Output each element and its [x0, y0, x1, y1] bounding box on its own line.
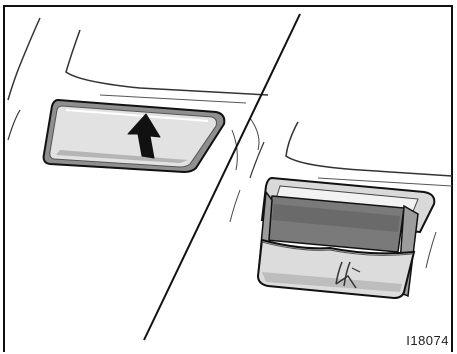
- trim-line: [286, 122, 452, 176]
- figure-frame: [4, 6, 452, 352]
- trim-line: [8, 110, 20, 140]
- left-panel: [8, 18, 268, 172]
- trim-line: [230, 190, 240, 222]
- trim-line: [66, 30, 268, 95]
- right-panel: [230, 122, 452, 298]
- trim-line: [8, 18, 40, 100]
- diagonal-divider: [144, 14, 300, 340]
- trim-line: [250, 142, 264, 178]
- figure-code: I18074: [406, 333, 449, 348]
- trim-line: [250, 118, 259, 150]
- console-button: [44, 100, 225, 172]
- trim-line: [426, 232, 436, 268]
- trim-line: [100, 95, 246, 103]
